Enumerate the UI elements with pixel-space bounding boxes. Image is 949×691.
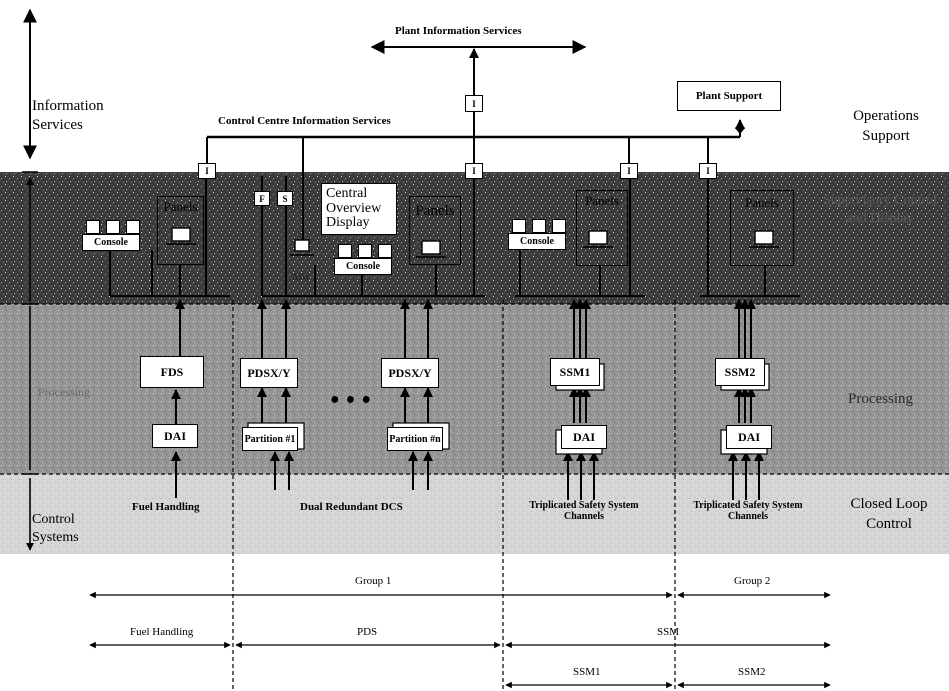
- label-group-fuel-handling: Fuel Handling: [130, 626, 194, 638]
- panels-box: Panels: [409, 196, 461, 265]
- panels-box: Panels: [157, 196, 204, 265]
- ssm2-box: SSM2: [715, 358, 765, 386]
- label-supervisory-control: Supervisory Control and Display: [823, 193, 937, 227]
- pdsx-y-box: PDSX/Y: [240, 358, 298, 388]
- processing-band: [0, 304, 949, 474]
- partition-n-box: Partition #n: [387, 427, 443, 451]
- label-processing-left: Processing: [38, 385, 90, 399]
- label-plant-info-services: Plant Information Services: [395, 25, 522, 37]
- ellipsis: ● ● ●: [330, 391, 372, 408]
- console-box: Console: [334, 258, 392, 275]
- partition-1-box: Partition #1: [242, 427, 298, 451]
- label-closed-loop-control: Closed Loop Control: [850, 496, 928, 532]
- plant-support-box: Plant Support: [677, 81, 781, 111]
- label-control-systems: Control Systems: [32, 512, 79, 546]
- console-keys: [512, 219, 566, 233]
- console-keys: [86, 220, 140, 234]
- label-triplicated-safety-2: Triplicated Safety System Channels: [693, 500, 803, 522]
- fds-box: FDS: [140, 356, 204, 388]
- interface-i-box: I: [620, 163, 638, 179]
- interface-i-box: I: [465, 95, 483, 112]
- label-triplicated-safety-1: Triplicated Safety System Channels: [529, 500, 639, 522]
- panels-box: Panels: [730, 190, 794, 266]
- label-fuel-handling: Fuel Handling: [132, 501, 200, 513]
- pdsx-y-box: PDSX/Y: [381, 358, 439, 388]
- label-group-pds: PDS: [357, 626, 378, 638]
- label-group2: Group 2: [734, 575, 771, 587]
- console-box: Console: [508, 233, 566, 250]
- console-keys: [338, 244, 392, 258]
- label-control-centre-info: Control Centre Information Services: [218, 115, 391, 127]
- central-overview-display: Central Overview Display: [321, 183, 397, 235]
- interface-f-box: F: [254, 191, 270, 206]
- interface-i-box: I: [699, 163, 717, 179]
- dai-box: DAI: [152, 424, 198, 448]
- interface-i-box: I: [198, 163, 216, 179]
- interface-s-box: S: [277, 191, 293, 206]
- label-group-ssm2: SSM2: [738, 666, 766, 678]
- dai-box: DAI: [561, 425, 607, 449]
- label-dual-redundant-dcs: Dual Redundant DCS: [300, 501, 403, 513]
- label-aiw: AIW: [292, 272, 310, 282]
- label-group1: Group 1: [355, 575, 392, 587]
- label-information-services: Information Services: [32, 98, 104, 133]
- label-operations-support: Operations Support: [853, 108, 919, 144]
- ssm1-box: SSM1: [550, 358, 600, 386]
- dai-box: DAI: [726, 425, 772, 449]
- interface-i-box: I: [465, 163, 483, 179]
- panels-box: Panels: [576, 190, 628, 266]
- control-band: [0, 474, 949, 554]
- label-processing-right: Processing: [848, 391, 913, 407]
- label-group-ssm: SSM: [657, 626, 680, 638]
- console-box: Console: [82, 234, 140, 251]
- label-group-ssm1: SSM1: [573, 666, 601, 678]
